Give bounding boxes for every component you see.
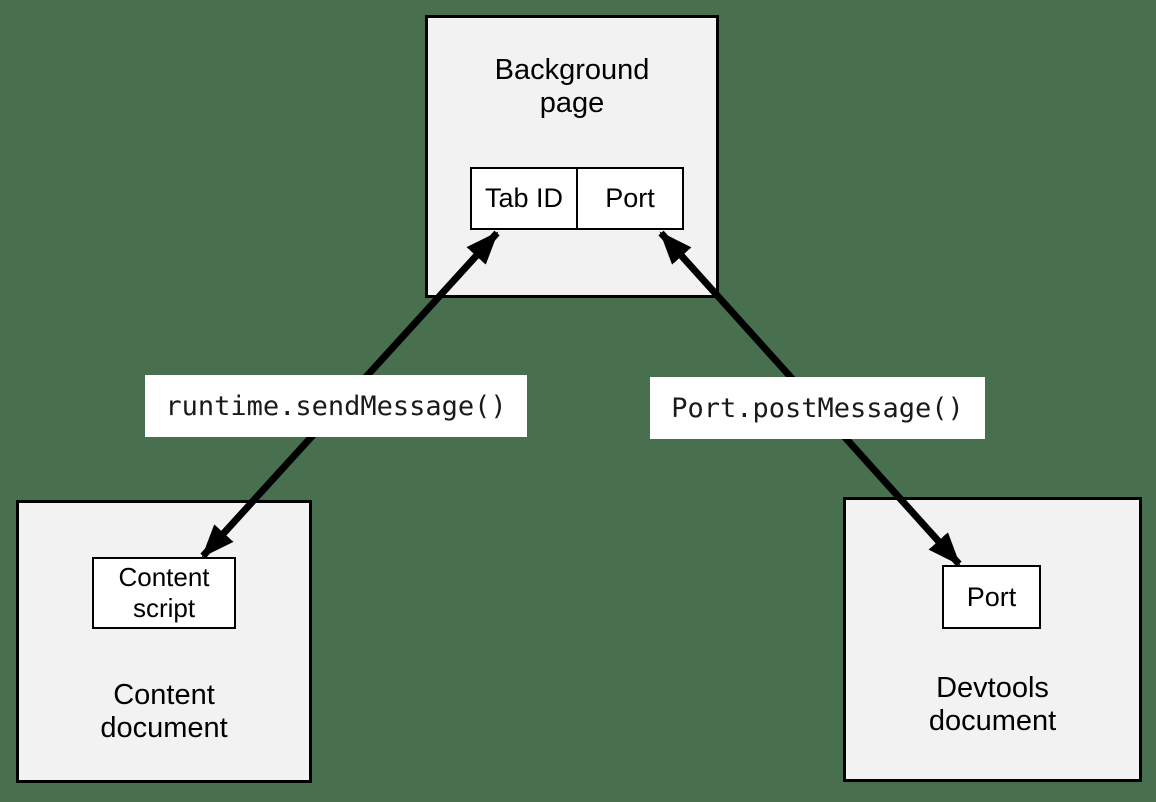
box-content-script: Content script [92, 557, 236, 629]
content-document-title: Content document [100, 679, 228, 744]
edge-label-port-postmessage: Port.postMessage() [650, 377, 985, 439]
cell-port: Port [576, 167, 684, 230]
background-page-cells: Tab ID Port [470, 167, 684, 230]
box-devtools-port: Port [942, 565, 1041, 629]
cell-tab-id: Tab ID [470, 167, 578, 230]
node-background-page: Background page Tab ID Port [425, 15, 719, 298]
node-content-document: Content script Content document [16, 500, 312, 783]
background-page-title: Background page [494, 54, 650, 119]
edge-label-runtime-sendmessage: runtime.sendMessage() [145, 375, 527, 437]
node-devtools-document: Port Devtools document [843, 497, 1142, 782]
devtools-document-title: Devtools document [928, 672, 1057, 737]
